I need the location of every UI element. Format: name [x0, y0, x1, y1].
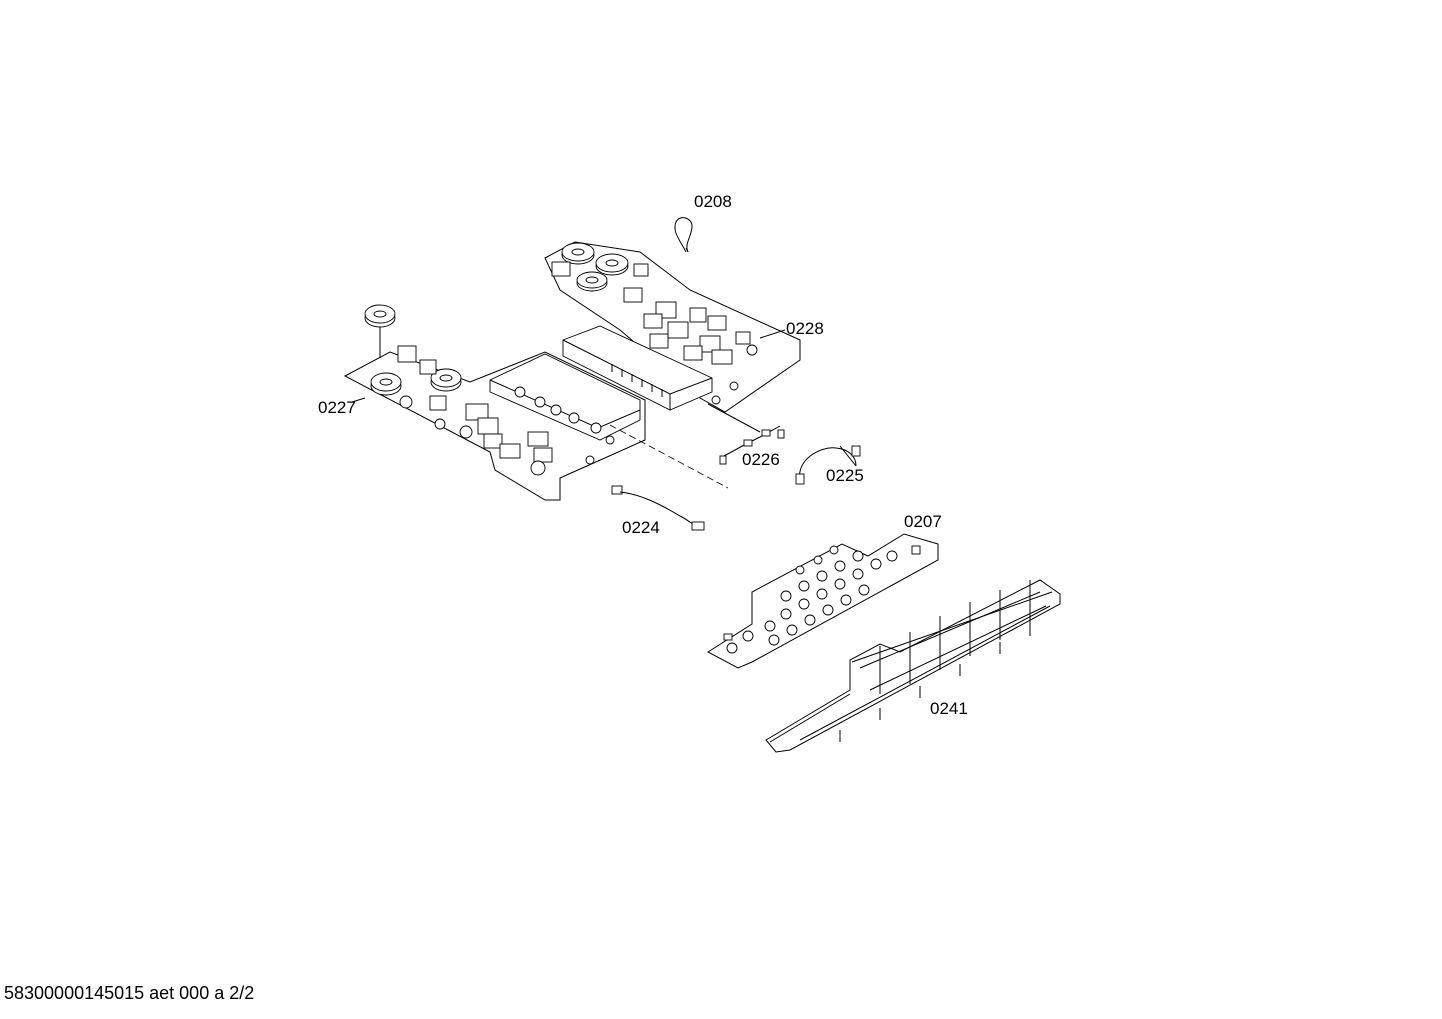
document-id: 58300000145015 aet 000 a 2/2 — [4, 983, 255, 1003]
part-0224-cable[interactable] — [611, 485, 705, 531]
callout-0241: 0241 — [930, 699, 968, 718]
callout-0224: 0224 — [622, 518, 660, 537]
part-0228-power-board[interactable] — [544, 241, 801, 413]
part-0208-clip[interactable] — [674, 217, 693, 253]
part-0241-frame[interactable] — [765, 579, 1061, 753]
callout-0208: 0208 — [694, 192, 732, 211]
callout-0207: 0207 — [904, 512, 942, 531]
alignment-line — [609, 424, 729, 489]
part-0227-power-board[interactable] — [343, 304, 646, 501]
callout-0228: 0228 — [786, 319, 824, 338]
callout-0225: 0225 — [826, 466, 864, 485]
callout-0226: 0226 — [742, 450, 780, 469]
part-0225-cable[interactable] — [795, 445, 861, 485]
callout-0227: 0227 — [318, 398, 356, 417]
part-0207-keypad-board[interactable] — [707, 533, 939, 669]
part-0226-cable[interactable] — [719, 425, 785, 465]
